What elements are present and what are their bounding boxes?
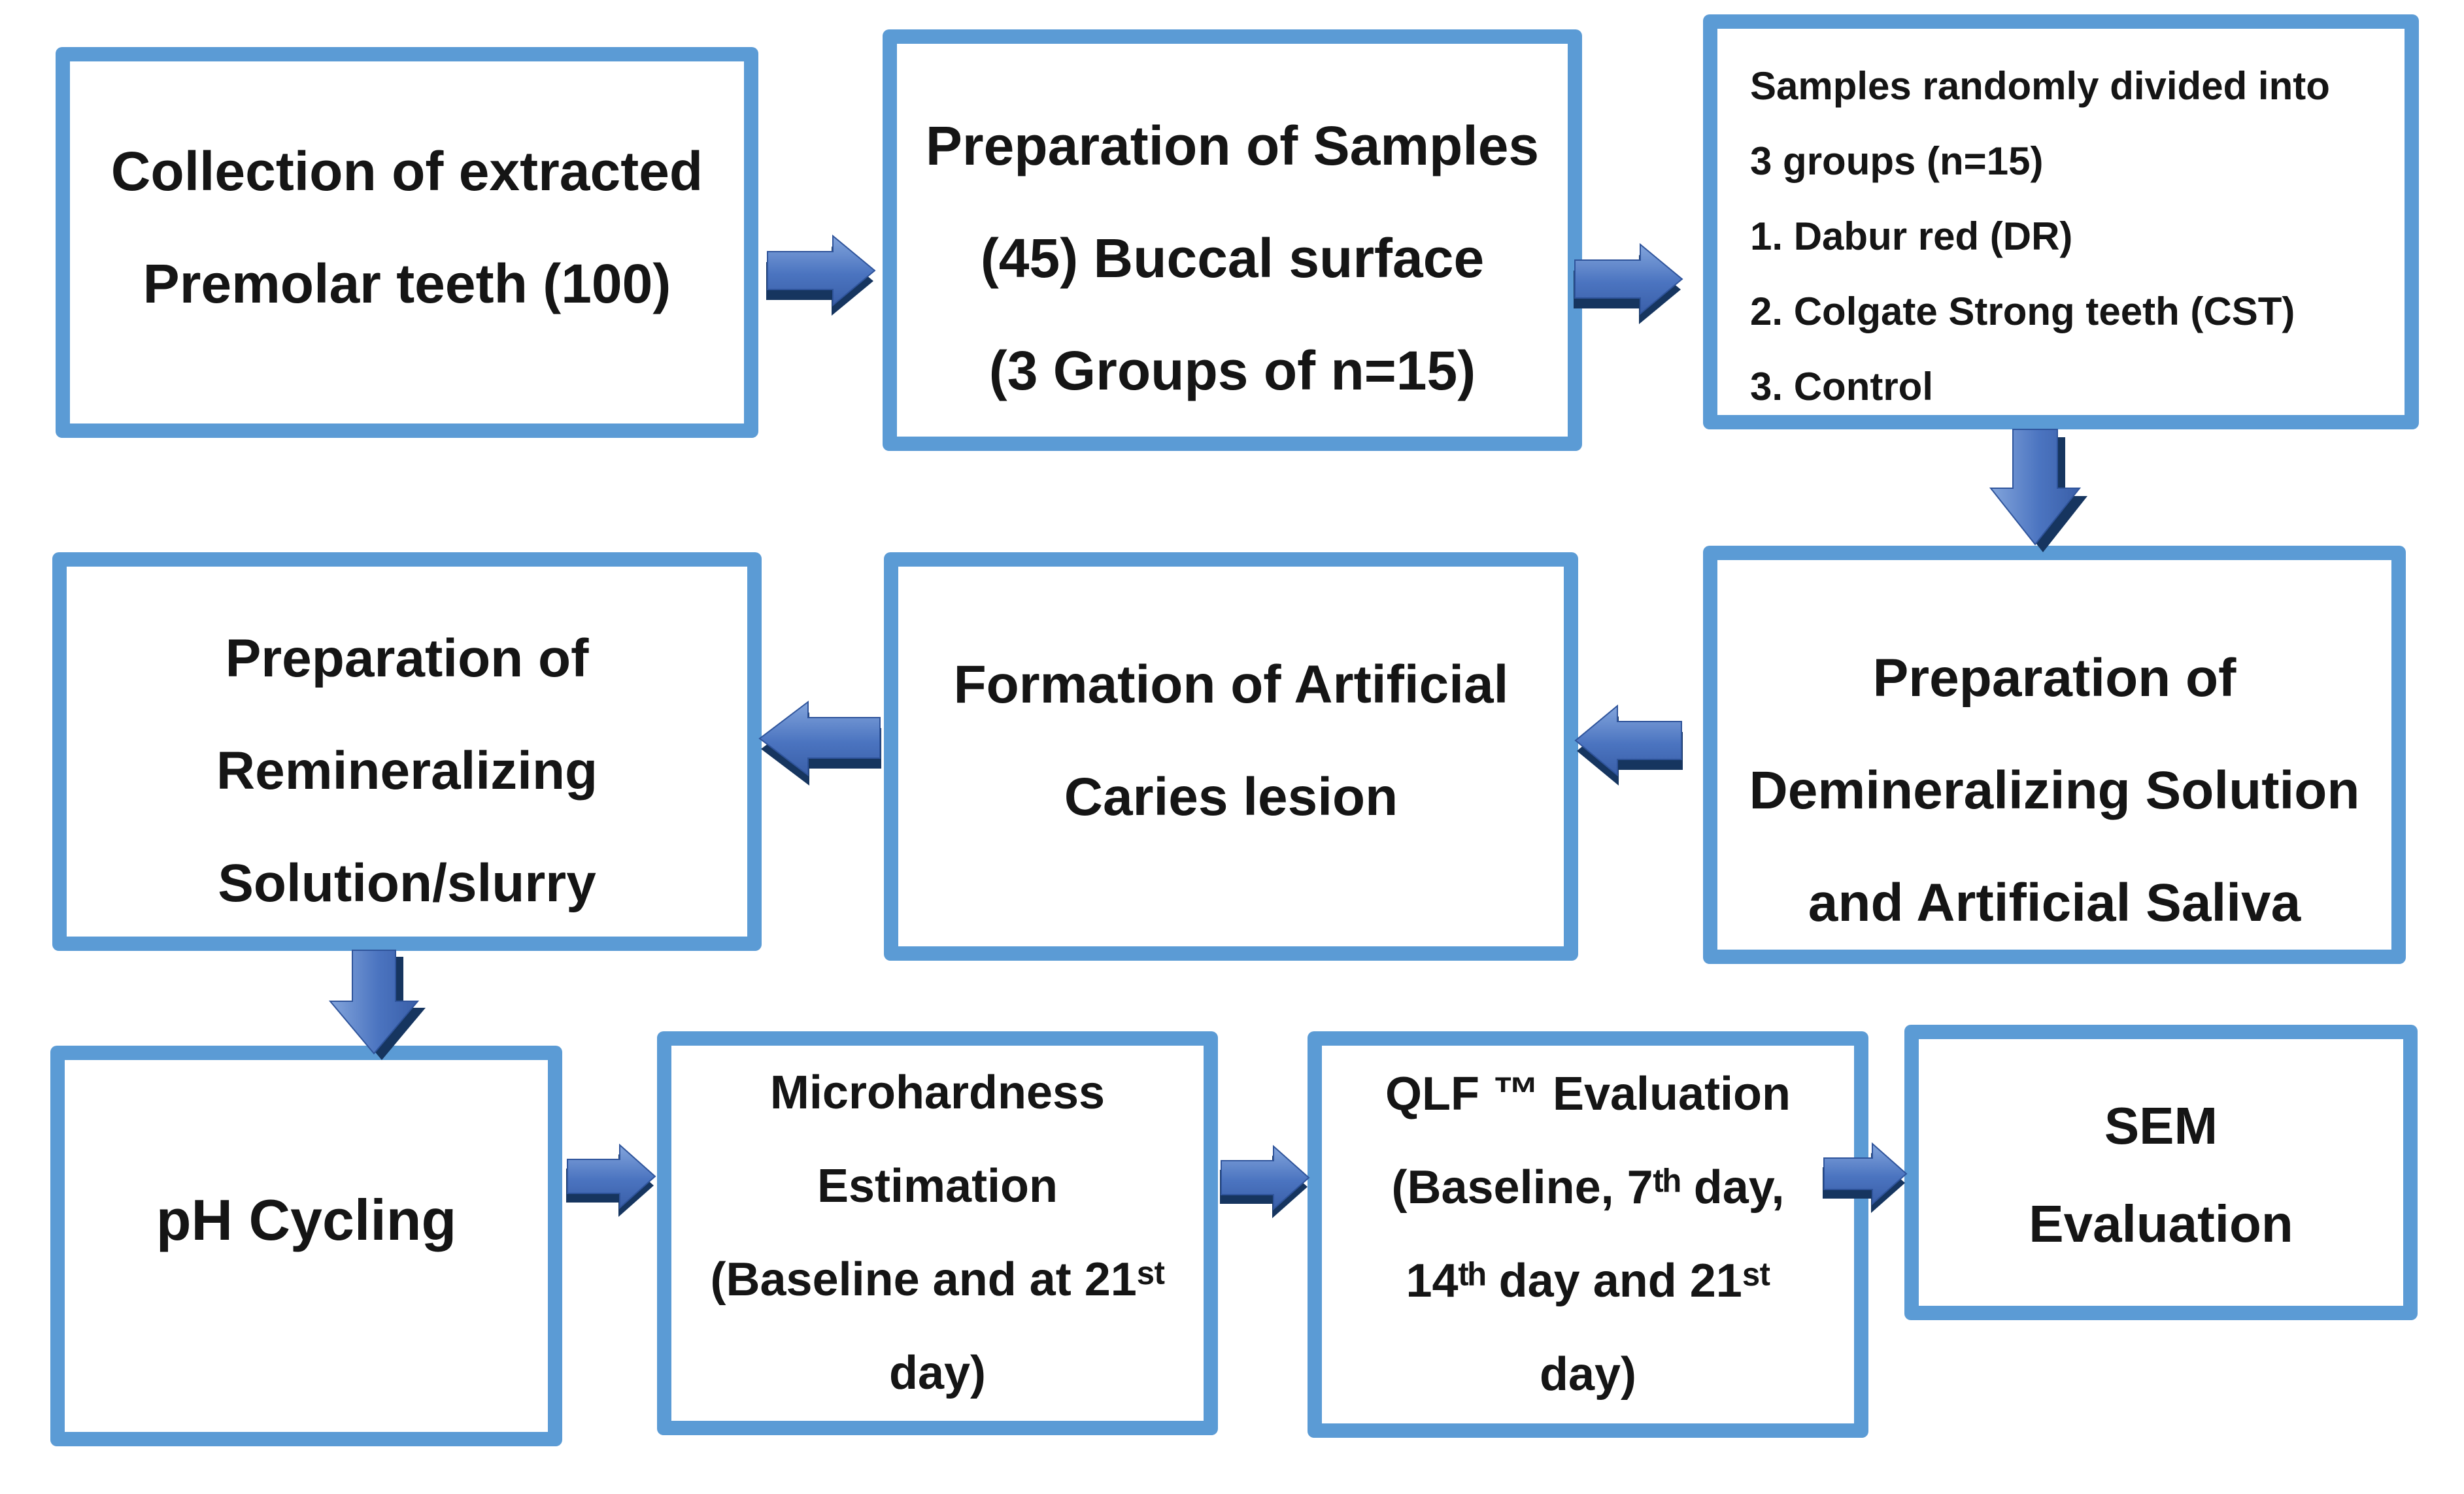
- flow-box-random-division: Samples randomly divided into 3 groups (…: [1703, 14, 2419, 429]
- flow-box-line: (3 Groups of n=15): [988, 340, 1476, 401]
- flow-box-line: Preparation of: [225, 629, 589, 688]
- list-item-label: Dabur red (DR): [1793, 214, 2073, 258]
- flow-box-line: Microhardness: [769, 1067, 1105, 1119]
- list-item-label: Control: [1793, 365, 1933, 408]
- flow-box-demineralizing: Preparation of Demineralizing Solution a…: [1703, 546, 2406, 964]
- flow-box-line: QLF ™ Evaluation: [1385, 1068, 1791, 1120]
- block-arrow-left-icon: [758, 699, 883, 795]
- flow-box-line: Preparation of: [1872, 648, 2236, 708]
- list-item-label: Colgate Strong teeth (CST): [1793, 290, 2295, 333]
- flow-box-list-item: 2. Colgate Strong teeth (CST): [1750, 274, 2295, 349]
- flow-box-line: Formation of Artificial: [953, 655, 1509, 714]
- block-arrow-right-icon: [766, 233, 876, 319]
- block-arrow-right-icon: [1823, 1142, 1909, 1223]
- flow-box-line: (45) Buccal surface: [980, 227, 1485, 289]
- flow-box-collection: Collection of extracted Premolar teeth (…: [56, 47, 758, 438]
- flow-box-remineralizing: Preparation of Remineralizing Solution/s…: [52, 552, 762, 951]
- list-item-number: 1.: [1750, 214, 1783, 258]
- flow-box-line: (Baseline, 7ᵗʰ day,: [1391, 1161, 1785, 1214]
- block-arrow-right-icon: [1574, 242, 1683, 327]
- flow-box-sem-evaluation: SEM Evaluation: [1904, 1025, 2418, 1320]
- flow-box-caries-lesion: Formation of Artificial Caries lesion: [884, 552, 1578, 961]
- flow-box-line: day): [1539, 1348, 1637, 1401]
- flow-box-line: (Baseline and at 21ˢᵗ: [710, 1253, 1165, 1306]
- block-arrow-left-icon: [1574, 703, 1683, 795]
- flow-box-line: and Artificial Saliva: [1808, 873, 2301, 933]
- flow-box-line: 3 groups (n=15): [1750, 139, 2044, 183]
- block-arrow-right-icon: [566, 1144, 658, 1227]
- flow-box-line: Remineralizing: [216, 741, 598, 801]
- block-arrow-down-icon: [329, 949, 430, 1063]
- flow-box-line: Collection of extracted: [110, 141, 703, 202]
- flow-box-line: day): [888, 1347, 987, 1399]
- flow-box-line: pH Cycling: [156, 1187, 457, 1252]
- flow-box-line: Preparation of Samples: [925, 115, 1540, 176]
- flow-box-line: Samples randomly divided into: [1750, 64, 2330, 108]
- flow-box-preparation-samples: Preparation of Samples (45) Buccal surfa…: [883, 29, 1582, 451]
- flow-box-microhardness: Microhardness Estimation (Baseline and a…: [657, 1031, 1218, 1435]
- flow-box-ph-cycling: pH Cycling: [50, 1046, 562, 1446]
- flow-box-line: Premolar teeth (100): [143, 253, 671, 314]
- flow-box-line: SEM: [2104, 1097, 2218, 1155]
- list-item-number: 3.: [1750, 365, 1783, 408]
- flow-box-line: Solution/slurry: [218, 854, 596, 913]
- flow-box-line: 14ᵗʰ day and 21ˢᵗ: [1406, 1255, 1770, 1307]
- block-arrow-down-icon: [1989, 428, 2089, 554]
- flow-box-line: Caries lesion: [1064, 767, 1398, 827]
- flow-box-list-item: 1. Dabur red (DR): [1750, 199, 2072, 274]
- flow-box-line: Demineralizing Solution: [1749, 761, 2360, 820]
- flow-box-line: Estimation: [817, 1160, 1058, 1212]
- flow-box-qlf-evaluation: QLF ™ Evaluation (Baseline, 7ᵗʰ day, 14ᵗ…: [1308, 1031, 1868, 1438]
- flow-box-list-item: 3. Control: [1750, 349, 1933, 424]
- flow-box-line: Evaluation: [2029, 1195, 2293, 1253]
- list-item-number: 2.: [1750, 290, 1783, 333]
- block-arrow-right-icon: [1220, 1145, 1311, 1229]
